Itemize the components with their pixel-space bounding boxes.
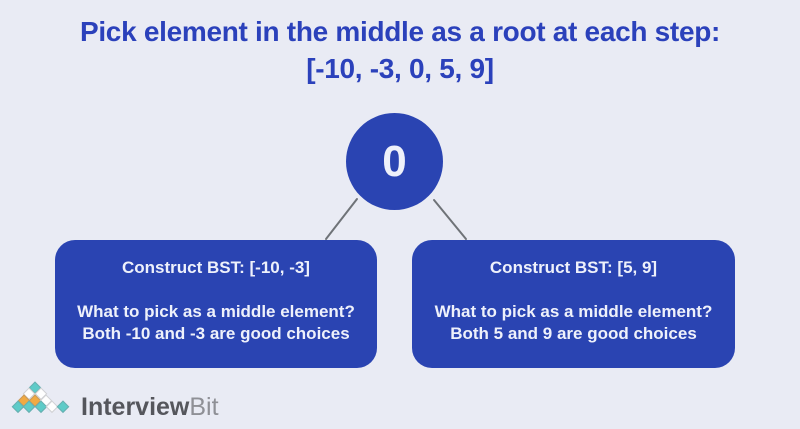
- right-subtree-box: Construct BST: [5, 9] What to pick as a …: [412, 240, 735, 368]
- root-node: 0: [346, 113, 443, 210]
- left-box-title: Construct BST: [-10, -3]: [122, 258, 310, 277]
- diamond-pyramid-icon: [11, 381, 75, 424]
- right-box-answer: Both 5 and 9 are good choices: [450, 324, 697, 343]
- edge-right-icon: [433, 199, 467, 240]
- teal-diamond-icon: [56, 400, 70, 414]
- brand-primary-text: Interview: [81, 392, 190, 421]
- diagram-title: Pick element in the middle as a root at …: [0, 13, 800, 87]
- left-box-answer: Both -10 and -3 are good choices: [82, 324, 350, 343]
- title-line-2: [-10, -3, 0, 5, 9]: [306, 53, 494, 84]
- root-node-value: 0: [382, 136, 407, 186]
- left-box-question: What to pick as a middle element?: [77, 302, 355, 321]
- edge-left-icon: [325, 198, 358, 240]
- brand-secondary-text: Bit: [189, 392, 219, 421]
- right-box-question: What to pick as a middle element?: [434, 302, 713, 321]
- right-box-title: Construct BST: [5, 9]: [489, 258, 658, 277]
- interviewbit-wordmark: InterviewBit: [81, 393, 219, 422]
- title-line-1: Pick element in the middle as a root at …: [79, 16, 721, 47]
- interviewbit-logo: InterviewBit: [11, 381, 219, 424]
- left-subtree-box: Construct BST: [-10, -3] What to pick as…: [55, 240, 377, 368]
